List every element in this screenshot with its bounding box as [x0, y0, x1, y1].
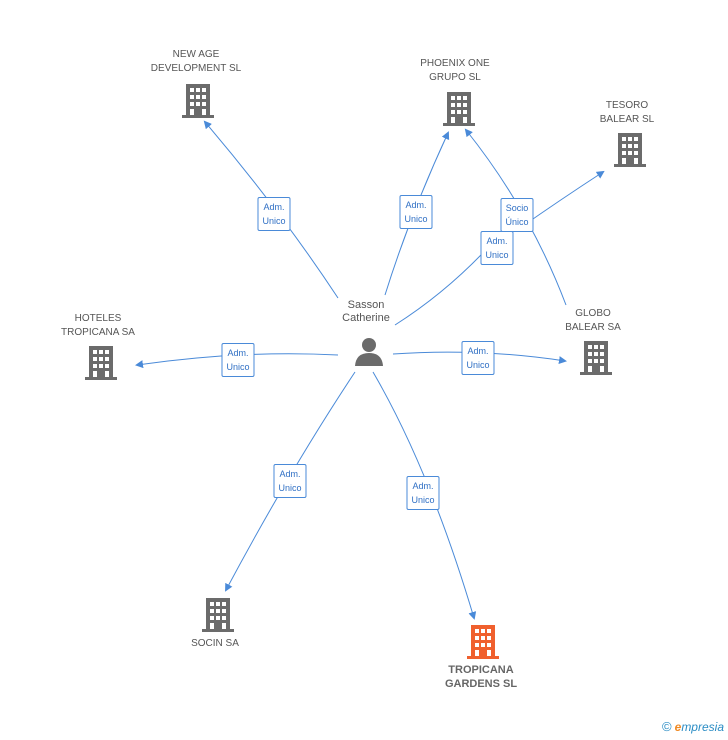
building-icon-hoteles[interactable]	[85, 346, 117, 380]
copyright-icon: ©	[662, 719, 672, 734]
empresia-credit[interactable]: ©empresia	[662, 719, 724, 734]
empresia-logo-text: mpresia	[681, 720, 724, 734]
building-icon-tropicana[interactable]	[467, 625, 499, 659]
empresia-logo-initial: e	[674, 720, 682, 734]
building-icon-globo[interactable]	[580, 341, 612, 375]
building-icon-tesoro[interactable]	[614, 133, 646, 167]
edge-label-hoteles: Adm. Unico	[221, 343, 255, 377]
edge-label-socin: Adm. Unico	[273, 464, 307, 498]
edge-label-tropicana: Adm. Unico	[406, 476, 440, 510]
node-label-hoteles[interactable]: HOTELES TROPICANA SA	[61, 313, 135, 338]
building-icon-phoenix[interactable]	[443, 92, 475, 126]
edge-label-globo2: Adm. Unico	[461, 341, 495, 375]
node-label-tesoro[interactable]: TESORO BALEAR SL	[599, 100, 655, 125]
person-label[interactable]: Sasson Catherine	[342, 299, 390, 324]
node-label-phoenix[interactable]: PHOENIX ONE GRUPO SL	[420, 58, 490, 83]
edge-label-globo-phoenix: Socio Único	[500, 198, 534, 232]
node-label-tropicana[interactable]: TROPICANA GARDENS SL	[444, 664, 518, 690]
node-label-new-age[interactable]: NEW AGE DEVELOPMENT SL	[150, 49, 242, 74]
building-icon-socin[interactable]	[202, 598, 234, 632]
edge-label-globo: Adm. Unico	[480, 231, 514, 265]
node-label-socin[interactable]: SOCIN SA	[191, 638, 239, 649]
edge-label-new-age: Adm. Unico	[257, 197, 291, 231]
edge-label-phoenix: Adm. Unico	[399, 195, 433, 229]
person-icon[interactable]	[355, 338, 383, 366]
node-label-globo[interactable]: GLOBO BALEAR SA	[565, 308, 621, 333]
building-icon-new-age[interactable]	[182, 84, 214, 118]
